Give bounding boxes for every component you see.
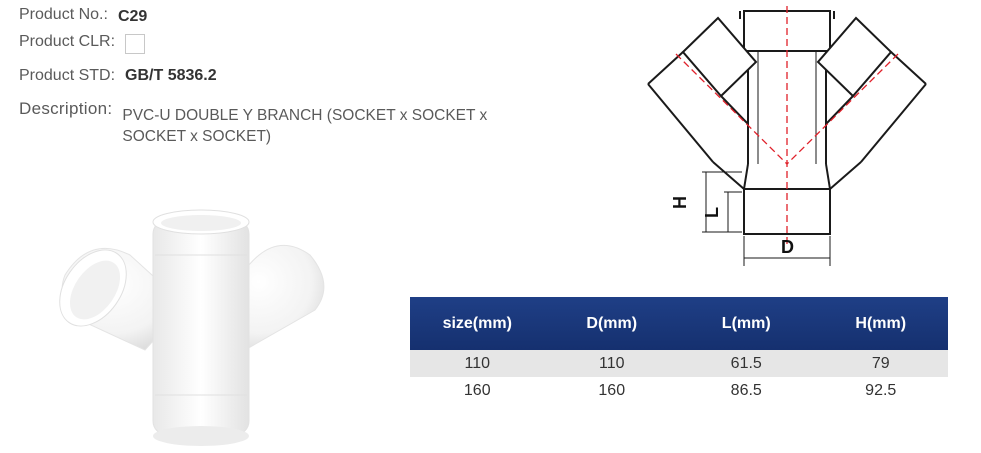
table-header-row: size(mm) D(mm) L(mm) H(mm) — [410, 297, 948, 350]
cell-d: 110 — [544, 350, 679, 377]
header-h: H(mm) — [813, 297, 948, 350]
product-no-row: Product No.: C29 — [19, 6, 147, 26]
dimension-l-label: L — [702, 207, 722, 218]
header-size: size(mm) — [410, 297, 545, 350]
technical-drawing: H L D — [647, 6, 927, 266]
dimension-h-label: H — [670, 196, 690, 209]
table-row: 160 160 86.5 92.5 — [410, 377, 948, 404]
header-d: D(mm) — [544, 297, 679, 350]
cell-l: 61.5 — [679, 350, 814, 377]
cell-size: 110 — [410, 350, 545, 377]
cell-d: 160 — [598, 381, 626, 399]
product-std-row: Product STD: GB/T 5836.2 — [19, 67, 217, 85]
product-std-label: Product STD: — [19, 67, 116, 84]
color-swatch — [125, 34, 146, 54]
cell-l: 86.5 — [730, 381, 762, 399]
product-no-label: Product No.: — [19, 6, 108, 23]
cell-h: 92.5 — [865, 381, 897, 399]
product-no-value: C29 — [117, 8, 148, 25]
size-table: size(mm) D(mm) L(mm) H(mm) 110 110 61.5 … — [410, 297, 948, 404]
product-photo — [59, 209, 325, 446]
product-clr-label: Product CLR: — [19, 33, 116, 50]
cell-size: 160 — [463, 381, 491, 399]
table-row: 110 110 61.5 79 — [410, 350, 948, 377]
dimension-d-label: D — [781, 237, 794, 257]
cell-h: 79 — [813, 350, 948, 377]
description-label: Description: — [19, 99, 113, 118]
product-clr-row: Product CLR: — [19, 33, 146, 54]
product-std-value: GB/T 5836.2 — [125, 67, 217, 84]
description-row: Description: PVC-U DOUBLE Y BRANCH (SOCK… — [19, 99, 552, 147]
description-value: PVC-U DOUBLE Y BRANCH (SOCKET x SOCKET x… — [122, 107, 488, 145]
header-l: L(mm) — [679, 297, 814, 350]
